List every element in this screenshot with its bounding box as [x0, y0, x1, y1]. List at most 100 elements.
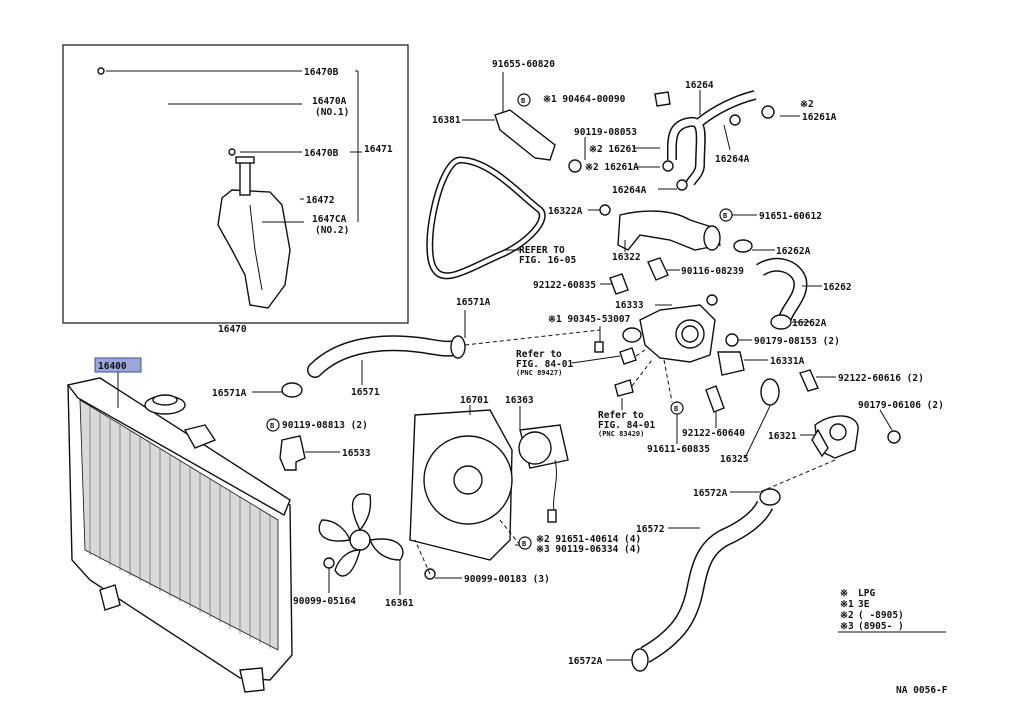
reserve-tank-body — [217, 189, 291, 309]
reserve-tank-cap — [235, 156, 255, 164]
callout-16333: 16333 — [615, 300, 644, 311]
callout-16472: 16472 — [306, 195, 335, 206]
hose-16571: 16571 16571A 16571A — [212, 297, 601, 399]
callout-16261: ※2 16261 — [589, 144, 637, 155]
callout-16572a-1: 16572A — [693, 488, 728, 499]
callout-90119-06334: ※3 90119-06334 (4) — [536, 544, 641, 555]
mount-bracket: 16533 B 90119-08813 (2) — [266, 418, 371, 471]
callout-16470b-1: 16470B — [304, 67, 339, 78]
bypass-hoses: 16264 90119-08053 ※2 16261 ※2 16261A 162… — [568, 80, 837, 196]
callout-90119-08813: 90119-08813 (2) — [282, 420, 368, 431]
callout-16572a-2: 16572A — [568, 656, 603, 667]
legend-key-0: ※ — [840, 588, 848, 599]
housing-16333: 16333 ※1 90345-53007 Refer to FIG. 84-01… — [516, 294, 924, 465]
stud-92122 — [609, 273, 629, 295]
hose-clamp-16262a — [733, 239, 753, 253]
callout-90099-00183: 90099-00183 (3) — [464, 574, 550, 585]
reserve-tank-inset: 16470B 16470A (NO.1) 16470B 16471 16472 … — [62, 44, 409, 335]
callout-16262a-2: 16262A — [792, 318, 827, 329]
legend: ※ LPG ※1 3E ※2 ( -8905) ※3 (8905- ) — [838, 588, 946, 633]
callout-16470b-2: 16470B — [304, 148, 339, 159]
callout-16322: 16322 — [612, 252, 641, 263]
mark-b-icon — [517, 93, 531, 107]
callout-90345-53007: ※1 90345-53007 — [548, 314, 630, 325]
drive-belt: REFER TO FIG. 16-05 — [426, 156, 576, 280]
callout-16262a-1: 16262A — [776, 246, 811, 257]
refer-fig-16-05-b: FIG. 16-05 — [519, 255, 576, 266]
hose-16572: 16572A 16572 16572A — [568, 488, 781, 672]
radiator: 16400 — [66, 357, 293, 693]
hose-clamp-16261a — [761, 105, 775, 119]
callout-16470a-note: (NO.1) — [315, 107, 349, 118]
mark-b-icon — [518, 536, 532, 550]
water-outlet: 16322A 16322 B 91651-60612 16262A 90116-… — [533, 204, 822, 295]
callout-16264a-2: 16264A — [612, 185, 647, 196]
callout-90116-08239: 90116-08239 — [681, 266, 744, 277]
inset-frame — [62, 44, 409, 324]
sensor-icon — [614, 379, 634, 397]
callout-92122-60640: 92122-60640 — [682, 428, 745, 439]
callout-16470: 16470 — [218, 324, 247, 335]
callout-91651-60612: 91651-60612 — [759, 211, 822, 222]
callout-92122-60835: 92122-60835 — [533, 280, 596, 291]
nut-icon — [725, 333, 739, 347]
legend-value-2: ( -8905) — [858, 610, 904, 621]
legend-key-1: ※1 — [840, 599, 854, 610]
hose-clip-icon — [97, 67, 105, 75]
callout-16363: 16363 — [505, 395, 534, 406]
clip-icon — [654, 91, 671, 107]
diagram-code: NA 0056-F — [896, 685, 948, 696]
fan-hub — [349, 529, 371, 551]
callout-1647ca-note: (NO.2) — [315, 225, 349, 236]
callout-16361: 16361 — [385, 598, 414, 609]
reserve-tank-neck — [239, 159, 251, 196]
callout-16470a: 16470A — [312, 96, 347, 107]
callout-90099-05164: 90099-05164 — [293, 596, 356, 607]
callout-91655-60820: 91655-60820 — [492, 59, 555, 70]
plug-icon — [594, 341, 604, 353]
radiator-drain — [99, 584, 121, 611]
callout-92122-60616: 92122-60616 (2) — [838, 373, 924, 384]
refer-fig-84-01-a-c: (PNC 89427) — [516, 369, 562, 377]
callout-16261a: ※2 16261A — [585, 162, 639, 173]
callout-16261a-r: 16261A — [802, 112, 837, 123]
callout-90179-06106: 90179-06106 (2) — [858, 400, 944, 411]
callout-16262: 16262 — [823, 282, 852, 293]
legend-value-0: LPG — [858, 588, 875, 599]
refer-fig-84-01-b-b: FIG. 84-01 — [598, 420, 655, 431]
refer-fig-84-01-a: Refer to — [516, 349, 562, 360]
callout-16381: 16381 — [432, 115, 461, 126]
callout-16264a-1: 16264A — [715, 154, 750, 165]
svg-text:B: B — [522, 540, 526, 548]
water-inlet-16321: 16321 90179-06106 (2) — [759, 400, 944, 493]
svg-text:B: B — [521, 97, 525, 105]
callout-16331a: 16331A — [770, 356, 805, 367]
stud-92122-60640 — [705, 385, 725, 413]
callout-16571: 16571 — [351, 387, 380, 398]
callout-16322a: 16322A — [548, 206, 583, 217]
legend-key-3: ※3 — [840, 621, 854, 632]
callout-16533: 16533 — [342, 448, 371, 459]
refer-fig-84-01-b: Refer to — [598, 410, 644, 421]
bracket-16533 — [279, 435, 306, 471]
callout-90464-00090: ※1 90464-00090 — [543, 94, 626, 105]
stud-92122-60616 — [799, 369, 819, 392]
hose-clamp-16571a — [281, 382, 303, 398]
hose-16262: 16262 16262A — [756, 257, 852, 330]
callout-91651-40614: ※2 91651-40614 (4) — [536, 534, 641, 545]
water-inlet-16322 — [617, 210, 721, 251]
hose-clamp-16571a — [450, 335, 466, 359]
svg-text:B: B — [270, 422, 274, 430]
radiator-foot — [239, 667, 265, 693]
thermostat-16325 — [760, 378, 780, 406]
refer-fig-84-01-a-b: FIG. 84-01 — [516, 359, 573, 370]
callout-16261a-r-mark: ※2 — [800, 99, 814, 110]
bracket-16381-body — [494, 109, 556, 161]
callout-90179-08153: 90179-08153 (2) — [754, 336, 840, 347]
hose-clamp-16572a — [631, 648, 649, 672]
callout-16572: 16572 — [636, 524, 665, 535]
callout-16571a-2: 16571A — [212, 388, 247, 399]
hose-clamp-16262a — [770, 314, 792, 330]
gasket-16322a — [599, 204, 611, 216]
